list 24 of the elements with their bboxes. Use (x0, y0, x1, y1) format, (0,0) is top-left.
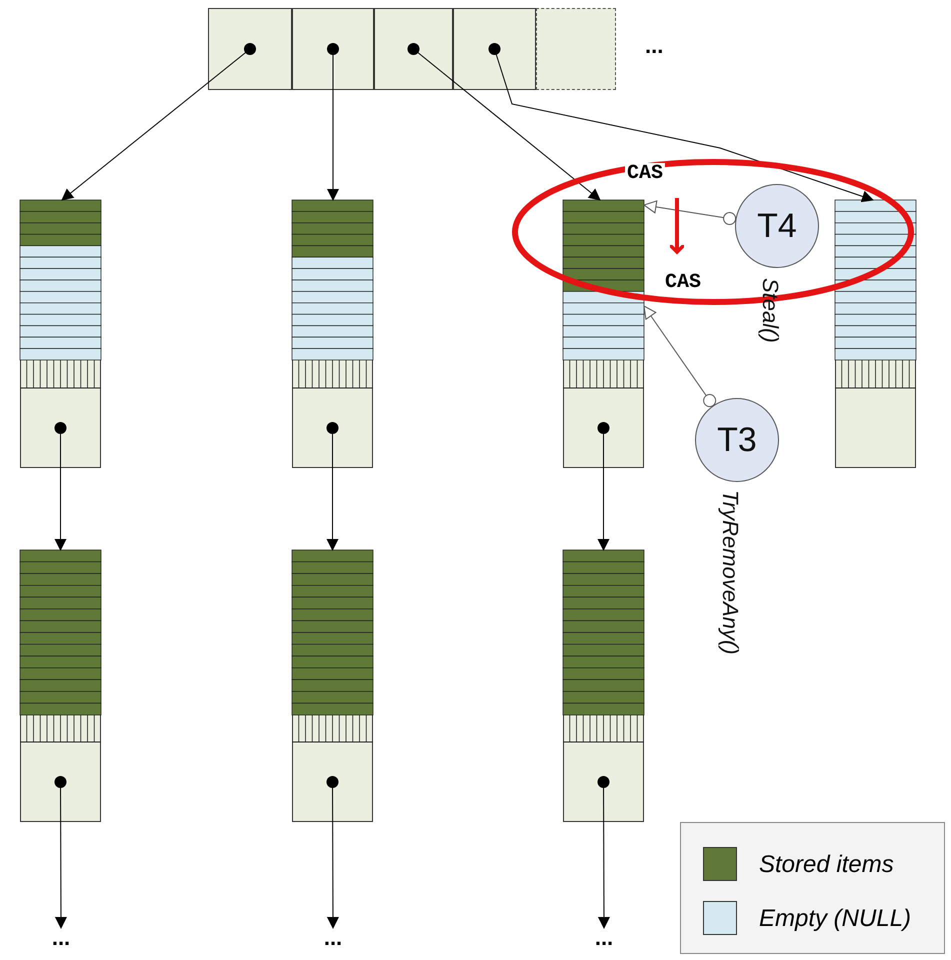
array-segment (292, 200, 373, 468)
array-segment (563, 550, 644, 822)
arrow (644, 200, 736, 225)
array-cell (536, 8, 616, 90)
method-label: Steal() (757, 278, 783, 343)
array-segment (20, 200, 101, 468)
array-segment (563, 200, 644, 468)
array-segment (292, 550, 373, 822)
array-cell (374, 8, 453, 90)
array-cell (292, 8, 374, 90)
thread-circle: T4 (735, 184, 819, 268)
array-cell (453, 8, 536, 90)
continuation-dots: ... (308, 928, 358, 950)
thread-circle: T3 (695, 398, 779, 482)
arrow (644, 306, 716, 408)
array-cell (208, 8, 292, 90)
method-label: TryRemoveAny() (717, 490, 743, 655)
array-segment (20, 550, 101, 822)
array-segment (835, 200, 916, 468)
continuation-dots: ... (36, 928, 86, 950)
legend-label: Empty (NULL) (759, 905, 912, 933)
legend-label: Stored items (759, 851, 894, 879)
continuation-dots: ... (645, 36, 664, 56)
continuation-dots: ... (579, 928, 629, 950)
